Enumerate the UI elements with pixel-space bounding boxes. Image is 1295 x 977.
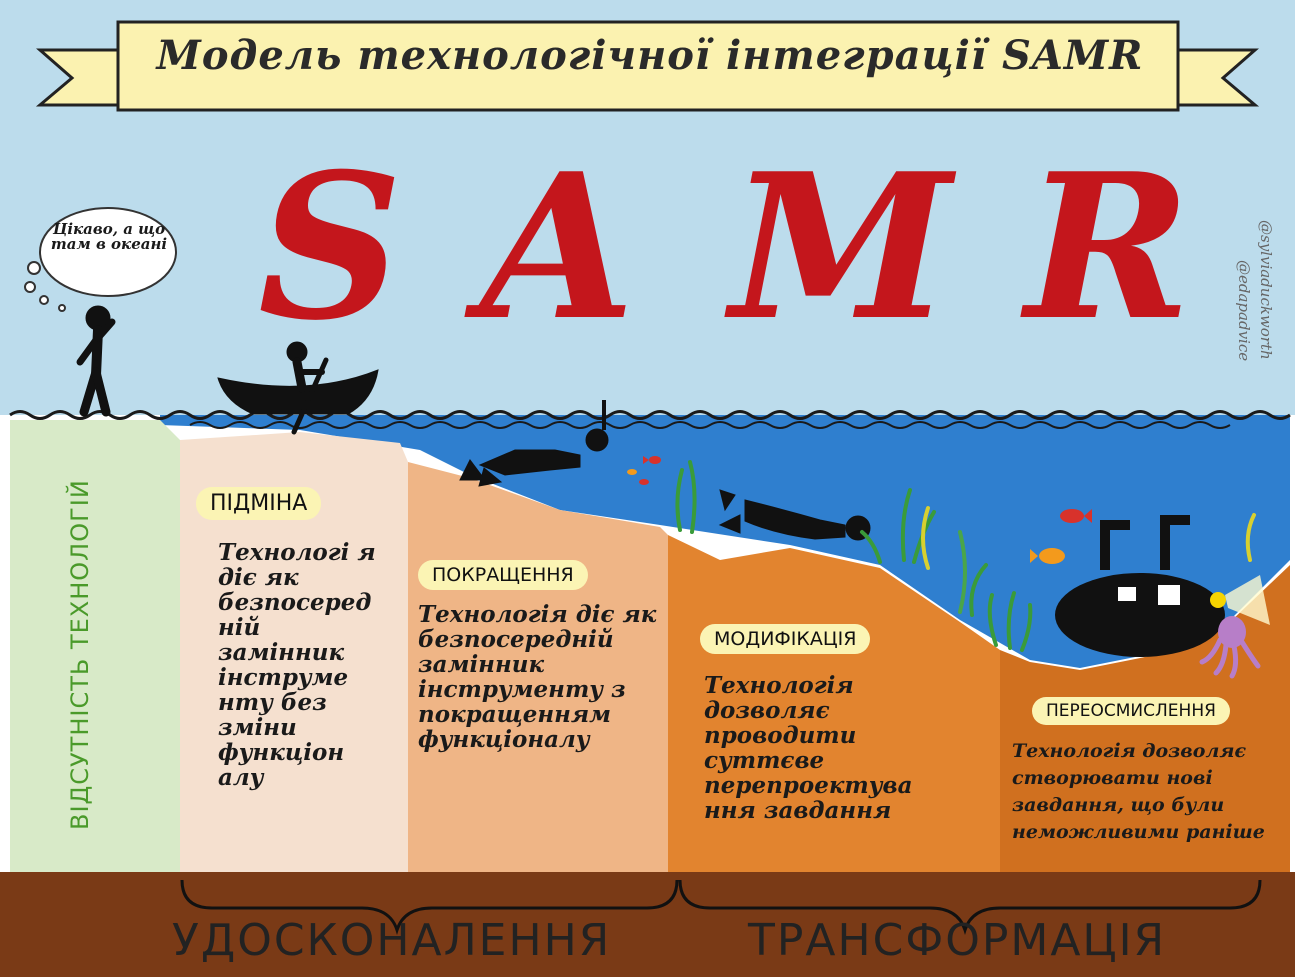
stage-label-redefinition: ПЕРЕОСМИСЛЕННЯ <box>1032 697 1230 725</box>
submarine <box>1055 515 1270 657</box>
fish-group <box>627 456 1092 564</box>
letter-a: A <box>480 130 636 365</box>
seaweed-yellow <box>921 506 1256 570</box>
wave-line <box>9 410 1291 420</box>
stage-description-modification: Технологія дозволяє проводити суттєве пе… <box>704 672 913 824</box>
stage-description-redefinition: Технологія дозволяє створювати нові завд… <box>1012 740 1265 843</box>
stage-description-substitution: Технологі я діє як безпосеред ній замінн… <box>218 539 376 791</box>
octopus <box>1199 616 1261 679</box>
letter-s: S <box>258 130 403 365</box>
stage-label-modification: МОДИФІКАЦІЯ <box>700 624 871 654</box>
thought-bubble-text: Цікаво, а що там в океані <box>50 220 168 253</box>
page-title: Модель технологічної інтеграції SAMR <box>156 32 1144 79</box>
zone-no-technology <box>10 420 180 872</box>
banner-left-tail <box>35 48 127 107</box>
sea <box>160 415 1290 668</box>
credit-source: @edapadvice <box>1235 260 1253 362</box>
ground <box>0 872 1295 977</box>
banner-body <box>116 20 1180 112</box>
letter-m: M <box>730 130 952 365</box>
seaweed <box>675 460 1033 652</box>
stage-description-augmentation: Технологія діє як безпосередній замінник… <box>418 601 657 753</box>
stage-label-augmentation: ПОКРАЩЕННЯ <box>418 560 588 590</box>
thought-bubble <box>39 207 177 297</box>
no-technology-label: ВІДСУТНІСТЬ ТЕХНОЛОГІЙ <box>66 479 94 830</box>
group-label-transformation: ТРАНСФОРМАЦІЯ <box>748 915 1167 966</box>
credit-author: @sylviaduckworth <box>1257 220 1275 360</box>
brace-enhancement <box>180 879 679 935</box>
zone-modification <box>668 535 1000 872</box>
brace-transformation <box>678 879 1262 935</box>
diver <box>718 489 871 541</box>
group-label-enhancement: УДОСКОНАЛЕННЯ <box>172 915 612 966</box>
stage-label-substitution: ПІДМІНА <box>196 487 322 520</box>
zone-substitution <box>180 432 408 872</box>
standing-person <box>76 305 116 417</box>
snorkeler <box>459 400 609 487</box>
letter-r: R <box>1025 130 1192 365</box>
canoe <box>217 341 379 435</box>
